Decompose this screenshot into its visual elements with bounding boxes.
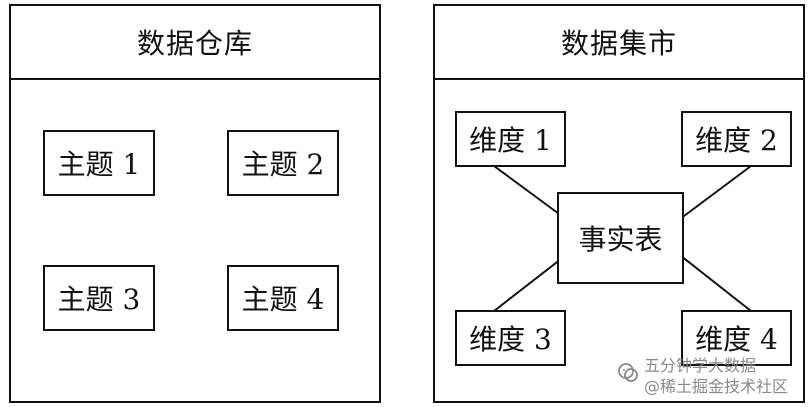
data-warehouse-title: 数据仓库 bbox=[11, 6, 379, 80]
dimension-4-box: 维度 4 bbox=[681, 310, 792, 366]
wechat-icon bbox=[618, 363, 638, 382]
dimension-2-box: 维度 2 bbox=[681, 111, 792, 167]
watermark-line-1: 五分钟学大数据 bbox=[644, 356, 757, 375]
dimension-3-box: 维度 3 bbox=[455, 310, 566, 366]
topic-1-box: 主题 1 bbox=[43, 130, 155, 196]
topic-3-box: 主题 3 bbox=[43, 265, 155, 331]
watermark-line-2: @稀土掘金技术社区 bbox=[644, 377, 789, 396]
topic-2-box: 主题 2 bbox=[227, 130, 339, 196]
fact-table-box: 事实表 bbox=[557, 192, 684, 284]
dimension-1-box: 维度 1 bbox=[455, 111, 566, 167]
watermark: 五分钟学大数据 @稀土掘金技术社区 bbox=[616, 354, 806, 402]
topic-4-box: 主题 4 bbox=[227, 265, 339, 331]
data-mart-title: 数据集市 bbox=[435, 6, 803, 80]
data-warehouse-panel: 数据仓库 bbox=[9, 4, 381, 403]
